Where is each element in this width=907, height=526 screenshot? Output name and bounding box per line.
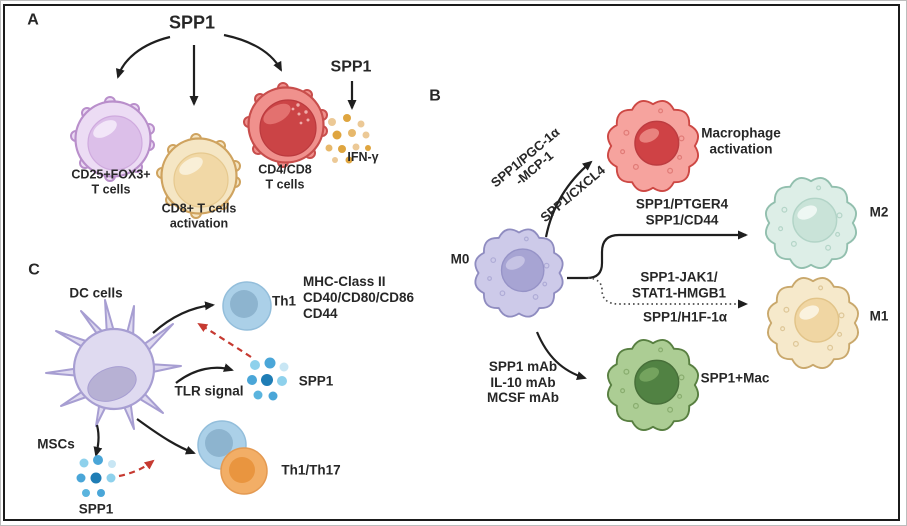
spp1-dots-mid-icon: [247, 357, 289, 401]
th1-th17-label: Th1/Th17: [281, 462, 341, 478]
dc-to-th1-arrow: [152, 301, 215, 334]
spp1-bottom-label: SPP1: [78, 501, 114, 517]
th1-markers-label-line1: MHC-Class II: [303, 274, 386, 289]
m0-cell: [474, 228, 564, 318]
panel-b-arrows: [535, 160, 748, 380]
m2-pathway-label-line1: SPP1/PTGER4: [635, 196, 729, 212]
macrophage-activation-label-line2: activation: [709, 141, 773, 156]
tlr-signal-arrow: [175, 363, 234, 384]
dc-cells-label: DC cells: [69, 285, 123, 301]
panel-a-spp1-title: SPP1: [168, 12, 216, 33]
m0-label: M0: [450, 251, 470, 267]
activated-macrophage-cell: [606, 99, 700, 193]
cd4cd8-cell-label-line2: T cells: [265, 177, 305, 191]
cd8-cell: [156, 133, 241, 219]
m0-to-macrophage-arrow: [544, 160, 593, 238]
mab-treatment-label-line1: SPP1 mAb: [488, 358, 558, 374]
cd4cd8-cell: [243, 82, 328, 168]
ifn-gamma-dots-icon: [325, 114, 371, 164]
mab-treatment-label: SPP1 mAb IL-10 mAb MCSF mAb: [487, 359, 559, 406]
panel-a-arrows: [115, 33, 357, 110]
tlr-signal-label: TLR signal: [174, 383, 244, 399]
spp1-to-th1-dashed-arrow: [197, 322, 252, 358]
th1-cell: [222, 281, 272, 331]
cd4cd8-cell-label: CD4/CD8 T cells: [258, 163, 312, 192]
treg-cell-label-line1: CD25+FOX3+: [71, 167, 151, 182]
cd8-cell-label: CD8+ T cells activation: [162, 202, 237, 231]
m1-cell: [766, 276, 860, 370]
spp1-to-cd4-arrow: [223, 33, 282, 72]
m1-pathway-label-line1: SPP1-JAK1/: [640, 269, 718, 285]
mab-treatment-label-line3: MCSF mAb: [487, 389, 559, 405]
spp1-mid-label: SPP1: [298, 373, 334, 389]
cd4cd8-cell-label-line1: CD4/CD8: [258, 162, 312, 177]
treg-cell-label: CD25+FOX3+ T cells: [71, 168, 150, 197]
spp1-to-th1th17-dashed-arrow: [118, 459, 155, 478]
m1-pathway-label-line2: STAT1-HMGB1: [632, 285, 726, 300]
panel-b-letter: B: [429, 87, 441, 105]
cd8-cell-label-line2: activation: [169, 216, 229, 230]
treg-cell: [70, 96, 155, 182]
macrophage-activation-label-line1: Macrophage: [701, 125, 781, 141]
mscs-label: MSCs: [37, 436, 75, 452]
spp1-mac-label: SPP1+Mac: [700, 370, 770, 386]
m1-pathway-label: SPP1-JAK1/ STAT1-HMGB1: [632, 270, 726, 301]
th1-markers-label-line3: CD44: [303, 306, 338, 321]
panel-a-letter: A: [27, 11, 39, 29]
panel-c-arrows: [93, 301, 252, 478]
dc-to-mscs-spp1-arrow: [93, 424, 103, 457]
dc-cell: [45, 299, 182, 430]
panel-a-spp1-side-label: SPP1: [330, 58, 372, 76]
th1-label: Th1: [271, 293, 297, 309]
figure-border: [3, 4, 900, 521]
panel-c-letter: C: [28, 261, 40, 279]
th1-markers-label: MHC-Class II CD40/CD80/CD86 CD44: [303, 274, 414, 322]
m2-label: M2: [869, 204, 889, 220]
th1-th17-cells: [197, 420, 268, 495]
spp1-dots-bottom-icon: [76, 455, 116, 497]
macrophage-activation-label: Macrophage activation: [701, 126, 781, 157]
mab-treatment-label-line2: IL-10 mAb: [490, 374, 556, 390]
dc-to-th1th17-arrow: [136, 418, 196, 455]
m0-to-m2-arrow: [567, 230, 748, 280]
m1-pathway-label-2: SPP1/H1F-1α: [642, 309, 728, 325]
ifn-gamma-label: IFN-γ: [347, 149, 379, 164]
m2-pathway-label-line2: SPP1/CD44: [645, 212, 719, 227]
m2-pathway-label: SPP1/PTGER4 SPP1/CD44: [636, 197, 728, 228]
m0-to-spp1mac-arrow: [535, 331, 587, 380]
spp1-to-treg-arrow: [115, 35, 171, 79]
th1-markers-label-line2: CD40/CD80/CD86: [303, 290, 415, 305]
m1-label: M1: [869, 308, 889, 324]
m2-cell: [764, 176, 858, 270]
spp1-mac-cell: [606, 338, 700, 432]
treg-cell-label-line2: T cells: [91, 182, 131, 196]
cd8-cell-label-line1: CD8+ T cells: [161, 201, 237, 216]
